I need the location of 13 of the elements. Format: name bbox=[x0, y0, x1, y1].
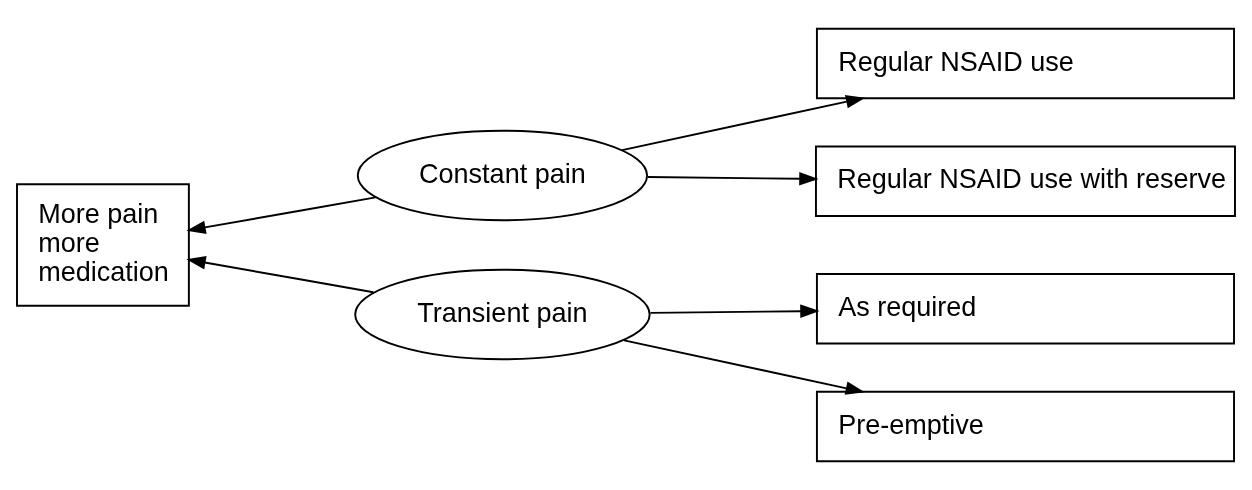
node-ellipse: Constant pain bbox=[356, 129, 649, 222]
arrow bbox=[621, 95, 866, 152]
node-box: As required bbox=[815, 273, 1235, 345]
node-box: Regular NSAID use with reserve bbox=[815, 145, 1236, 217]
node-ellipse: Transient pain bbox=[354, 268, 651, 361]
node-box: Regular NSAID use bbox=[815, 27, 1235, 100]
node-box: Pre-emptive bbox=[815, 390, 1235, 463]
arrow bbox=[186, 256, 375, 294]
node-box: More pain more medication bbox=[16, 183, 190, 307]
arrow bbox=[623, 339, 865, 395]
arrow bbox=[649, 304, 820, 318]
arrow bbox=[186, 196, 377, 234]
arrow bbox=[646, 172, 819, 186]
